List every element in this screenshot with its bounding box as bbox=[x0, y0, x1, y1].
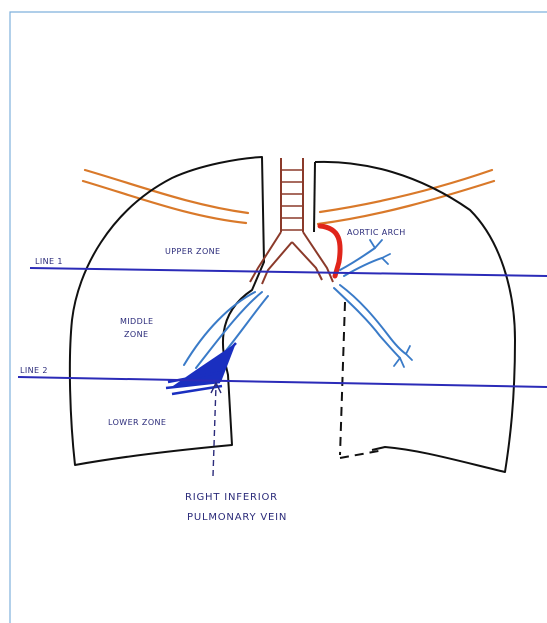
left-vessel-down-2 bbox=[340, 285, 406, 354]
upper-zone-label: UPPER ZONE bbox=[165, 247, 220, 256]
heart-border-dashed bbox=[340, 302, 345, 455]
page-frame bbox=[10, 12, 547, 623]
line-2-label: LINE 2 bbox=[20, 366, 48, 375]
middle-zone-label-line2: ZONE bbox=[124, 330, 148, 339]
caption-line-2: PULMONARY VEIN bbox=[187, 512, 287, 523]
right-lung-outline bbox=[70, 157, 264, 465]
line-2 bbox=[18, 377, 547, 387]
right-clavicle-lower bbox=[83, 181, 246, 223]
diaphragm-border-dashed bbox=[340, 450, 384, 458]
left-bronchus-inner bbox=[292, 242, 322, 280]
pointer-line bbox=[213, 385, 216, 476]
left-mediastinal-border bbox=[314, 162, 315, 232]
line-1-label: LINE 1 bbox=[35, 257, 63, 266]
line-1 bbox=[30, 268, 547, 276]
left-vessel-up-1 bbox=[340, 248, 375, 270]
right-vessel-upper bbox=[184, 292, 255, 365]
aortic-arch-shape bbox=[320, 226, 340, 276]
caption-line-1: RIGHT INFERIOR bbox=[185, 492, 278, 503]
lower-zone-label: LOWER ZONE bbox=[108, 418, 166, 427]
right-bronchus-inner bbox=[262, 242, 292, 284]
right-inferior-pulmonary-vein bbox=[166, 343, 236, 394]
left-bronchus-outer bbox=[303, 232, 333, 282]
left-lower-branch-tips bbox=[394, 346, 412, 367]
aortic-arch-label: AORTIC ARCH bbox=[347, 228, 406, 237]
clavicles bbox=[83, 170, 494, 224]
middle-zone-label-line1: MIDDLE bbox=[120, 317, 154, 326]
tracheal-rings bbox=[281, 170, 303, 230]
left-clavicle-lower bbox=[318, 181, 494, 224]
